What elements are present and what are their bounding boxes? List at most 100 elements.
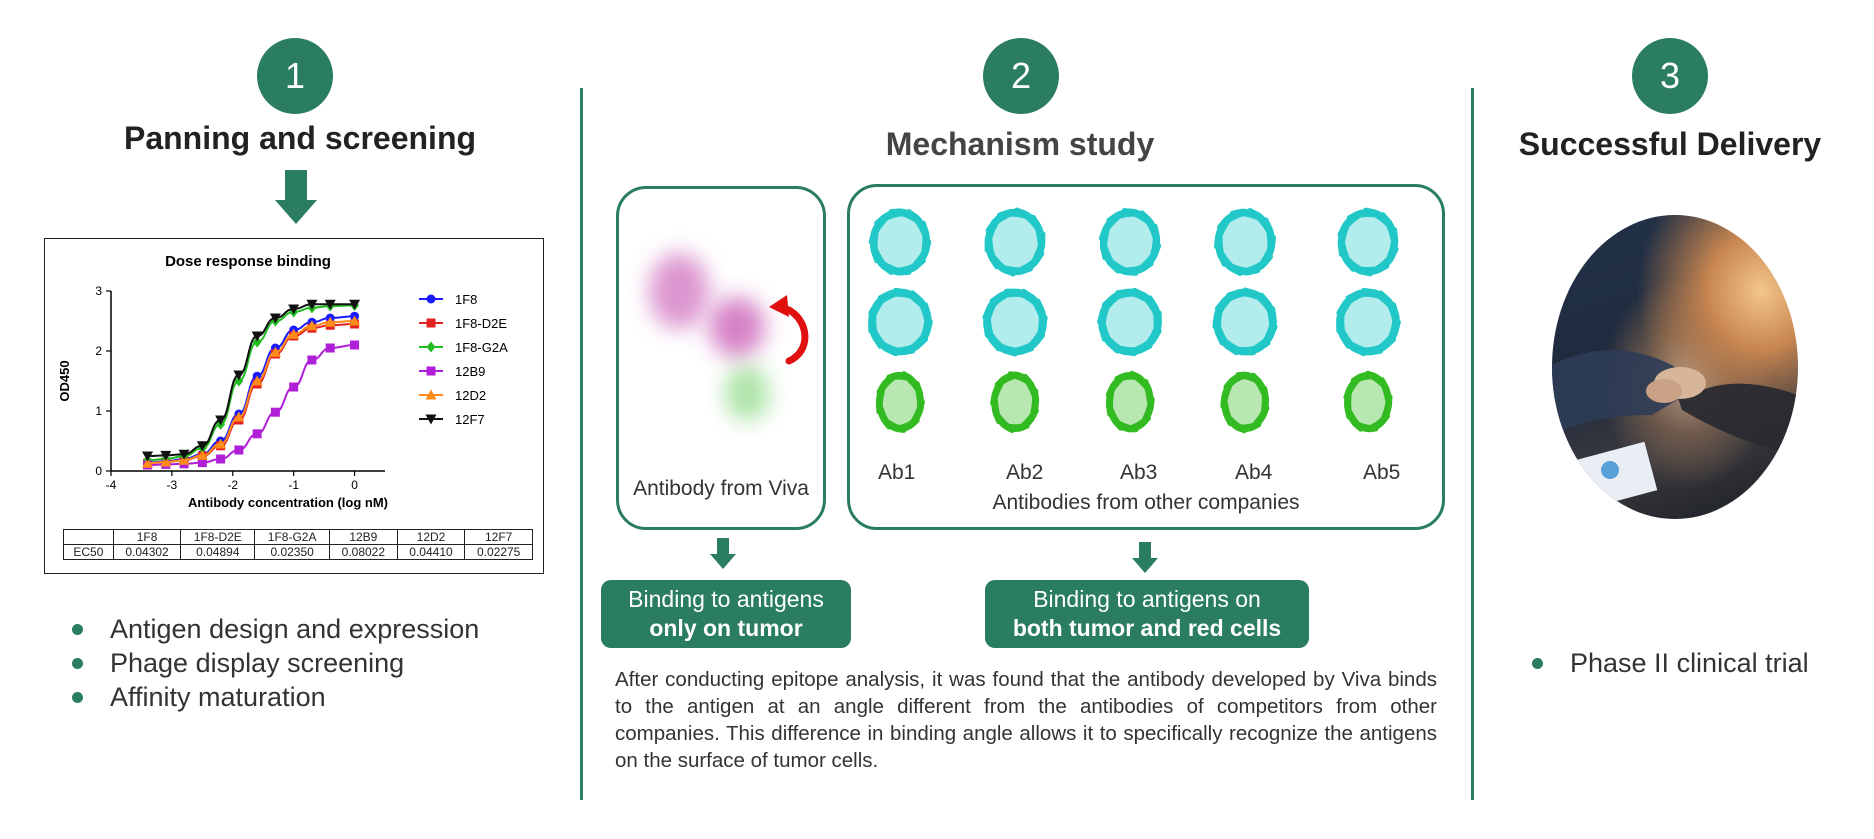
legend-marker-12B9 bbox=[426, 366, 436, 376]
data-point-12D2 bbox=[324, 316, 336, 327]
x-tick-label: 0 bbox=[351, 478, 358, 492]
series-line-12B9 bbox=[147, 344, 355, 466]
ec50-value-cell: 0.04894 bbox=[180, 544, 256, 560]
legend-label: 1F8-G2A bbox=[455, 340, 508, 355]
data-point-12D2 bbox=[196, 449, 208, 460]
panel3-bullets: Phase II clinical trial bbox=[1522, 646, 1809, 680]
data-point-12F7 bbox=[251, 331, 263, 342]
viva-antibody-structure-image bbox=[649, 253, 809, 421]
x-tick-label: -4 bbox=[106, 478, 117, 492]
legend-label: 12D2 bbox=[455, 388, 486, 403]
y-axis-label: OD450 bbox=[57, 360, 72, 401]
bullet-item: Affinity maturation bbox=[62, 680, 479, 714]
chart-title: Dose response binding bbox=[165, 253, 331, 270]
result-tumor-and-red-cells-box: Binding to antigens on both tumor and re… bbox=[985, 580, 1309, 648]
data-point-12F7 bbox=[349, 299, 361, 310]
viva-antibody-label: Antibody from Viva bbox=[633, 477, 809, 500]
data-point-12B9 bbox=[234, 445, 244, 455]
ec50-table: 1F8 1F8-D2E 1F8-G2A 12B9 12D2 12F7 EC50 … bbox=[63, 529, 533, 560]
data-point-12B9 bbox=[197, 458, 207, 468]
data-point-1F8-G2A bbox=[234, 375, 244, 387]
ec50-header-cell: 12F7 bbox=[464, 529, 533, 545]
antibody-structure-icon bbox=[1097, 208, 1162, 433]
data-point-12D2 bbox=[142, 457, 154, 468]
result-left-line1: Binding to antigens bbox=[628, 586, 824, 612]
ec50-value-row: EC50 0.04302 0.04894 0.02350 0.08022 0.0… bbox=[63, 544, 533, 560]
data-point-12D2 bbox=[178, 454, 190, 465]
other-antibody-structures-image bbox=[868, 207, 1401, 434]
result-right-line2: both tumor and red cells bbox=[1012, 615, 1282, 641]
divider-right bbox=[1471, 88, 1474, 800]
data-point-12D2 bbox=[233, 411, 245, 422]
x-tick-label: -3 bbox=[167, 478, 178, 492]
ec50-header-cell: 12B9 bbox=[329, 529, 398, 545]
epitope-analysis-paragraph: After conducting epitope analysis, it wa… bbox=[615, 668, 1437, 772]
arrow-down-icon bbox=[710, 538, 736, 569]
arrow-down-icon bbox=[1132, 542, 1158, 573]
y-tick-label: 3 bbox=[95, 284, 102, 298]
antibody-structure-icon bbox=[982, 207, 1048, 434]
panel1-bullets: Antigen design and expression Phage disp… bbox=[62, 612, 479, 714]
ab-label: Ab4 bbox=[1235, 461, 1273, 484]
data-point-12B9 bbox=[350, 340, 360, 350]
ab-label: Ab1 bbox=[878, 461, 916, 484]
step-3-badge: 3 bbox=[1632, 38, 1708, 114]
ab-label: Ab3 bbox=[1120, 461, 1158, 484]
legend-marker-1F8-D2E bbox=[426, 318, 436, 328]
ec50-header-cell bbox=[63, 529, 114, 545]
data-point-12D2 bbox=[288, 328, 300, 339]
legend-label: 12F7 bbox=[455, 412, 485, 427]
handshake-photo bbox=[1552, 215, 1798, 519]
y-tick-label: 1 bbox=[95, 404, 102, 418]
ec50-value-cell: 0.04302 bbox=[112, 544, 182, 560]
ec50-header-cell: 1F8-D2E bbox=[180, 529, 256, 545]
ec50-value-cell: 0.02350 bbox=[254, 544, 331, 560]
ec50-value-cell: 0.02275 bbox=[464, 544, 533, 560]
y-tick-label: 0 bbox=[95, 464, 102, 478]
data-point-12B9 bbox=[289, 382, 299, 392]
ec50-header-cell: 12D2 bbox=[396, 529, 466, 545]
result-left-line2: only on tumor bbox=[649, 615, 803, 641]
data-point-12D2 bbox=[251, 375, 263, 386]
legend-marker-1F8-G2A bbox=[426, 341, 436, 353]
legend-label: 1F8 bbox=[455, 292, 477, 307]
bullet-item: Phase II clinical trial bbox=[1522, 646, 1809, 680]
ab-label: Ab5 bbox=[1363, 461, 1401, 484]
x-tick-label: -1 bbox=[288, 478, 299, 492]
data-point-1F8-G2A bbox=[252, 336, 262, 348]
arrow-down-icon bbox=[275, 170, 317, 224]
result-right-line1: Binding to antigens on bbox=[1033, 586, 1261, 612]
legend-label: 1F8-D2E bbox=[455, 316, 507, 331]
data-point-12F7 bbox=[196, 441, 208, 452]
legend-label: 12B9 bbox=[455, 364, 485, 379]
step-1-title: Panning and screening bbox=[123, 120, 477, 156]
data-point-12B9 bbox=[216, 454, 226, 464]
data-point-12D2 bbox=[269, 346, 281, 357]
antibody-structure-icon bbox=[868, 208, 933, 433]
legend-marker-12F7 bbox=[425, 414, 437, 425]
data-point-12D2 bbox=[306, 320, 318, 331]
data-point-12F7 bbox=[215, 415, 227, 426]
ec50-value-cell: 0.08022 bbox=[329, 544, 398, 560]
data-point-12B9 bbox=[307, 355, 317, 365]
data-point-12F7 bbox=[324, 299, 336, 310]
data-point-12F7 bbox=[142, 451, 154, 462]
bullet-item: Antigen design and expression bbox=[62, 612, 479, 646]
ec50-header-cell: 1F8 bbox=[112, 529, 182, 545]
data-point-12F7 bbox=[306, 299, 318, 310]
y-tick-label: 2 bbox=[95, 344, 102, 358]
legend-marker-1F8 bbox=[426, 294, 436, 304]
other-antibodies-box: Ab1 Ab2 Ab3 Ab4 Ab5 Antibodies from othe… bbox=[847, 184, 1445, 530]
data-point-12F7 bbox=[288, 304, 300, 315]
step-1-badge: 1 bbox=[257, 38, 333, 114]
data-point-12B9 bbox=[270, 407, 280, 417]
ec50-header-cell: 1F8-G2A bbox=[254, 529, 331, 545]
x-tick-label: -2 bbox=[227, 478, 238, 492]
ec50-value-cell: 0.04410 bbox=[396, 544, 466, 560]
data-point-12B9 bbox=[252, 429, 262, 439]
antibody-structure-icon bbox=[1212, 207, 1278, 434]
result-tumor-only-box: Binding to antigens only on tumor bbox=[601, 580, 851, 648]
ec50-header-row: 1F8 1F8-D2E 1F8-G2A 12B9 12D2 12F7 bbox=[63, 529, 533, 545]
